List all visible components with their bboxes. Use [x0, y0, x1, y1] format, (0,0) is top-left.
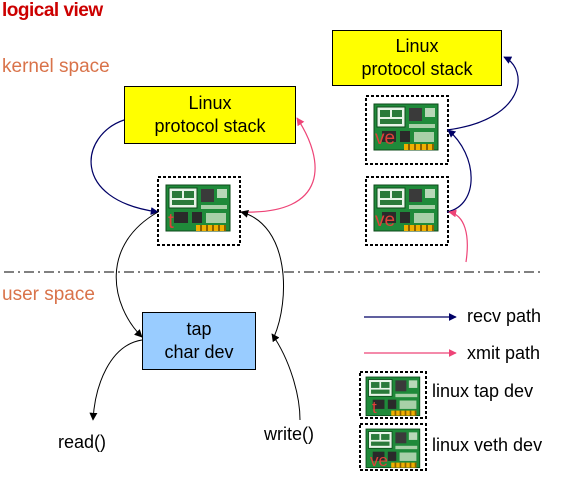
legend-veth-label: linux veth dev: [432, 435, 543, 455]
protocol-stack-box: Linux protocol stack: [124, 86, 296, 144]
legend-xmit-label: xmit path: [467, 343, 541, 363]
tap-to-char-dev-arrow: [115, 211, 159, 338]
legend-veth-badge: ve: [370, 451, 388, 470]
veth-protocol-stack-box: Linux protocol stack: [332, 30, 502, 86]
xmit-path-into-veth: [448, 209, 468, 263]
legend-veth-device-icon: [359, 423, 427, 471]
legend-recv-label: recv path: [467, 306, 542, 326]
tap-char-dev-box: tap char dev: [142, 312, 256, 370]
protocol-stack-line1: Linux: [188, 93, 232, 113]
veth-device-top-badge: ve: [375, 128, 396, 149]
protocol-stack-line2: protocol stack: [154, 116, 266, 136]
kernel-space-label: kernel space: [2, 56, 110, 77]
legend-tap-badge: t: [372, 398, 377, 417]
write-call-label: write(): [264, 424, 314, 444]
xmit-path-tap-to-stack: [240, 117, 316, 213]
recv-path-stack-to-tap: [90, 119, 159, 215]
veth-protocol-stack-line2: protocol stack: [361, 59, 473, 79]
diagram-title: logical view: [2, 0, 103, 21]
recv-path-veth-to-veth: [446, 129, 472, 213]
recv-path-veth-to-stack: [446, 56, 519, 131]
user-space-label: user space: [2, 284, 95, 305]
tap-char-dev-line1: tap: [186, 319, 212, 339]
veth-protocol-stack-line1: Linux: [395, 36, 439, 56]
veth-device-bottom-badge: ve: [375, 210, 396, 231]
tap-device-badge: t: [168, 210, 174, 233]
legend-tap-label: linux tap dev: [432, 381, 534, 401]
veth-device-bottom-icon: [365, 176, 449, 246]
char-dev-to-tap-arrow: [240, 209, 284, 338]
read-call-label: read(): [58, 432, 107, 452]
read-arrow: [89, 339, 143, 421]
tap-char-dev-line2: char dev: [164, 342, 234, 362]
write-arrow: [271, 333, 301, 421]
legend-tap-device-icon: [359, 371, 427, 419]
